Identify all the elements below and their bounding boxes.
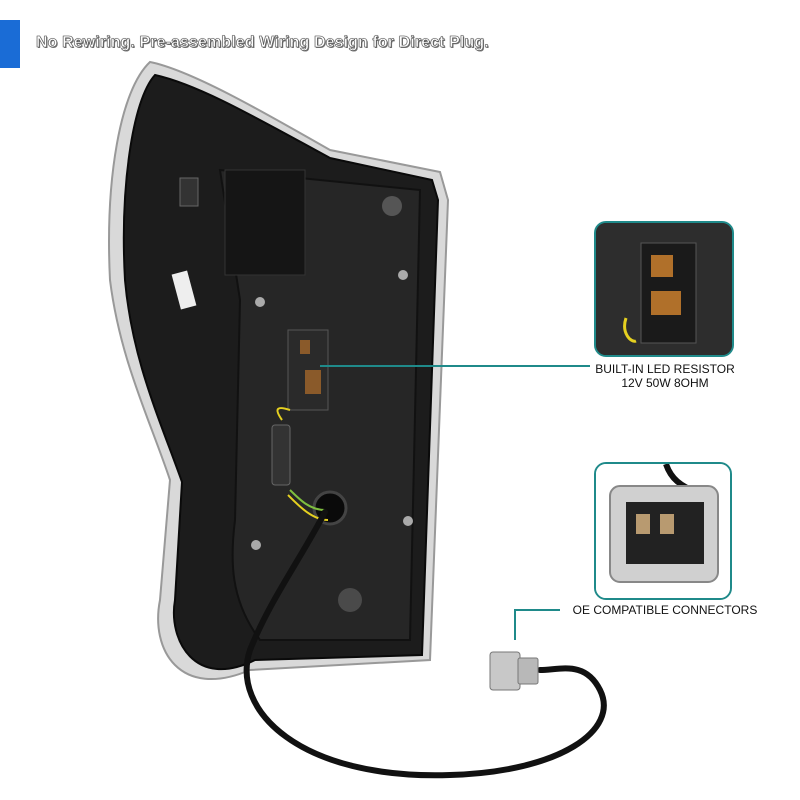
terminal-a <box>651 255 673 277</box>
yellow-wire <box>276 407 291 421</box>
plug-connector <box>489 651 521 691</box>
resistor-terminal <box>300 340 310 354</box>
connector-caption: OE COMPATIBLE CONNECTORS <box>572 603 758 617</box>
pin-1 <box>636 514 650 534</box>
resistor-caption-line1: BUILT-IN LED RESISTOR <box>595 362 735 376</box>
headline: No Rewiring. Pre-assembled Wiring Design… <box>36 34 489 52</box>
pin-2 <box>660 514 674 534</box>
screw-1 <box>398 270 408 280</box>
mount-stud-top <box>382 196 402 216</box>
side-clip <box>179 177 199 207</box>
plug-latch <box>517 657 539 685</box>
connector-closeup-image <box>596 464 730 598</box>
label-sticker <box>171 270 197 310</box>
raised-block <box>224 169 306 276</box>
screw-4 <box>251 540 261 550</box>
resistor-closeup <box>594 221 734 357</box>
screw-3 <box>403 516 413 526</box>
harness-cable <box>243 509 607 779</box>
resistor-caption: BUILT-IN LED RESISTOR 12V 50W 8OHM <box>580 362 750 390</box>
resistor-terminal-2 <box>305 370 321 394</box>
inline-connector <box>271 424 291 486</box>
terminal-b <box>651 291 681 315</box>
connector-callout-line <box>514 609 560 640</box>
resistor-closeup-image <box>596 223 732 355</box>
connector-closeup <box>594 462 732 600</box>
screw-2 <box>255 297 265 307</box>
green-wire <box>289 489 326 511</box>
resistor-caption-line2: 12V 50W 8OHM <box>621 376 709 390</box>
mount-stud-bottom <box>338 588 362 612</box>
accent-bar <box>0 20 20 68</box>
